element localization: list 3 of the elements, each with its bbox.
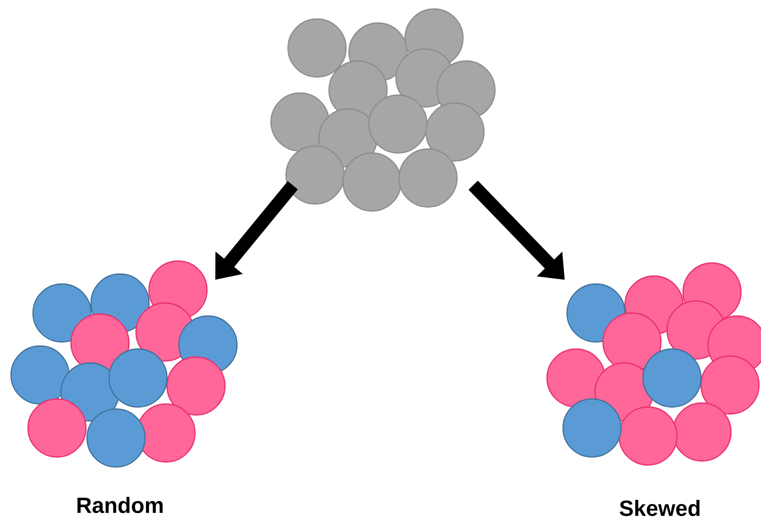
circle-cluster-drawing — [270, 8, 496, 212]
cluster-label: Random — [77, 496, 163, 514]
cluster-label: Skewed — [620, 500, 700, 516]
